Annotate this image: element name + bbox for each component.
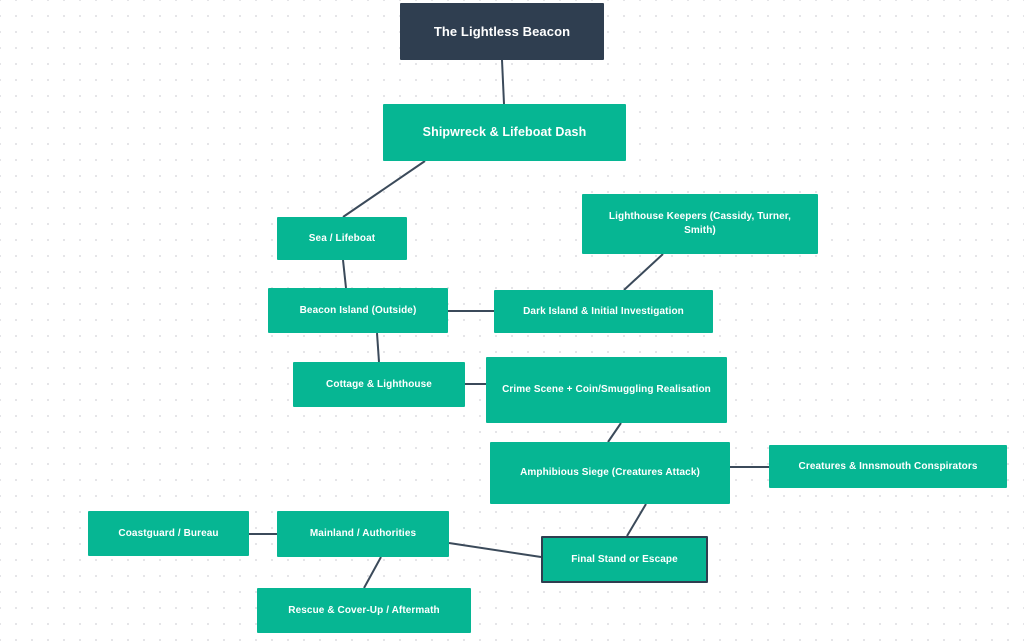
node-shipwreck[interactable]: Shipwreck & Lifeboat Dash bbox=[383, 104, 626, 161]
node-label-rescue-aftermath: Rescue & Cover-Up / Aftermath bbox=[288, 604, 440, 616]
node-sea-lifeboat[interactable]: Sea / Lifeboat bbox=[277, 217, 407, 260]
edge-beacon-island-to-cottage-lighthouse bbox=[376, 332, 380, 363]
node-cottage-lighthouse[interactable]: Cottage & Lighthouse bbox=[293, 362, 465, 407]
edge-sea-lifeboat-to-beacon-island bbox=[342, 259, 347, 289]
node-amphibious-siege[interactable]: Amphibious Siege (Creatures Attack) bbox=[490, 442, 730, 504]
edge-shipwreck-to-sea-lifeboat bbox=[342, 160, 426, 218]
node-coastguard-bureau[interactable]: Coastguard / Bureau bbox=[88, 511, 249, 556]
edge-root-to-shipwreck bbox=[501, 59, 505, 105]
node-label-root: The Lightless Beacon bbox=[433, 23, 571, 39]
edge-lighthouse-keepers-to-dark-island bbox=[623, 253, 664, 291]
node-label-amphibious-siege: Amphibious Siege (Creatures Attack) bbox=[520, 467, 700, 479]
node-label-creatures-conspirators: Creatures & Innsmouth Conspirators bbox=[798, 460, 978, 472]
node-mainland-authorities[interactable]: Mainland / Authorities bbox=[277, 511, 449, 557]
node-dark-island[interactable]: Dark Island & Initial Investigation bbox=[494, 290, 713, 333]
node-beacon-island[interactable]: Beacon Island (Outside) bbox=[268, 288, 448, 333]
node-label-lighthouse-keepers: Lighthouse Keepers (Cassidy, Turner, Smi… bbox=[608, 211, 792, 236]
node-label-shipwreck: Shipwreck & Lifeboat Dash bbox=[422, 124, 587, 139]
edge-amphibious-siege-to-final-stand bbox=[626, 503, 647, 537]
node-final-stand[interactable]: Final Stand or Escape bbox=[541, 536, 708, 583]
node-lighthouse-keepers[interactable]: Lighthouse Keepers (Cassidy, Turner, Smi… bbox=[582, 194, 818, 254]
edge-mainland-authorities-to-final-stand bbox=[448, 542, 542, 558]
node-crime-scene[interactable]: Crime Scene + Coin/Smuggling Realisation bbox=[486, 357, 727, 423]
node-label-crime-scene: Crime Scene + Coin/Smuggling Realisation bbox=[502, 384, 711, 396]
node-label-dark-island: Dark Island & Initial Investigation bbox=[523, 305, 684, 317]
edge-crime-scene-to-amphibious-siege bbox=[607, 422, 622, 443]
node-label-beacon-island: Beacon Island (Outside) bbox=[299, 304, 417, 316]
node-creatures-conspirators[interactable]: Creatures & Innsmouth Conspirators bbox=[769, 445, 1007, 488]
node-label-cottage-lighthouse: Cottage & Lighthouse bbox=[326, 378, 432, 390]
node-rescue-aftermath[interactable]: Rescue & Cover-Up / Aftermath bbox=[257, 588, 471, 633]
edge-mainland-authorities-to-rescue-aftermath bbox=[363, 556, 382, 589]
node-label-mainland-authorities: Mainland / Authorities bbox=[309, 528, 417, 540]
node-label-coastguard-bureau: Coastguard / Bureau bbox=[118, 527, 219, 539]
node-label-sea-lifeboat: Sea / Lifeboat bbox=[308, 232, 376, 244]
node-root[interactable]: The Lightless Beacon bbox=[400, 3, 604, 60]
node-label-final-stand: Final Stand or Escape bbox=[571, 553, 678, 565]
